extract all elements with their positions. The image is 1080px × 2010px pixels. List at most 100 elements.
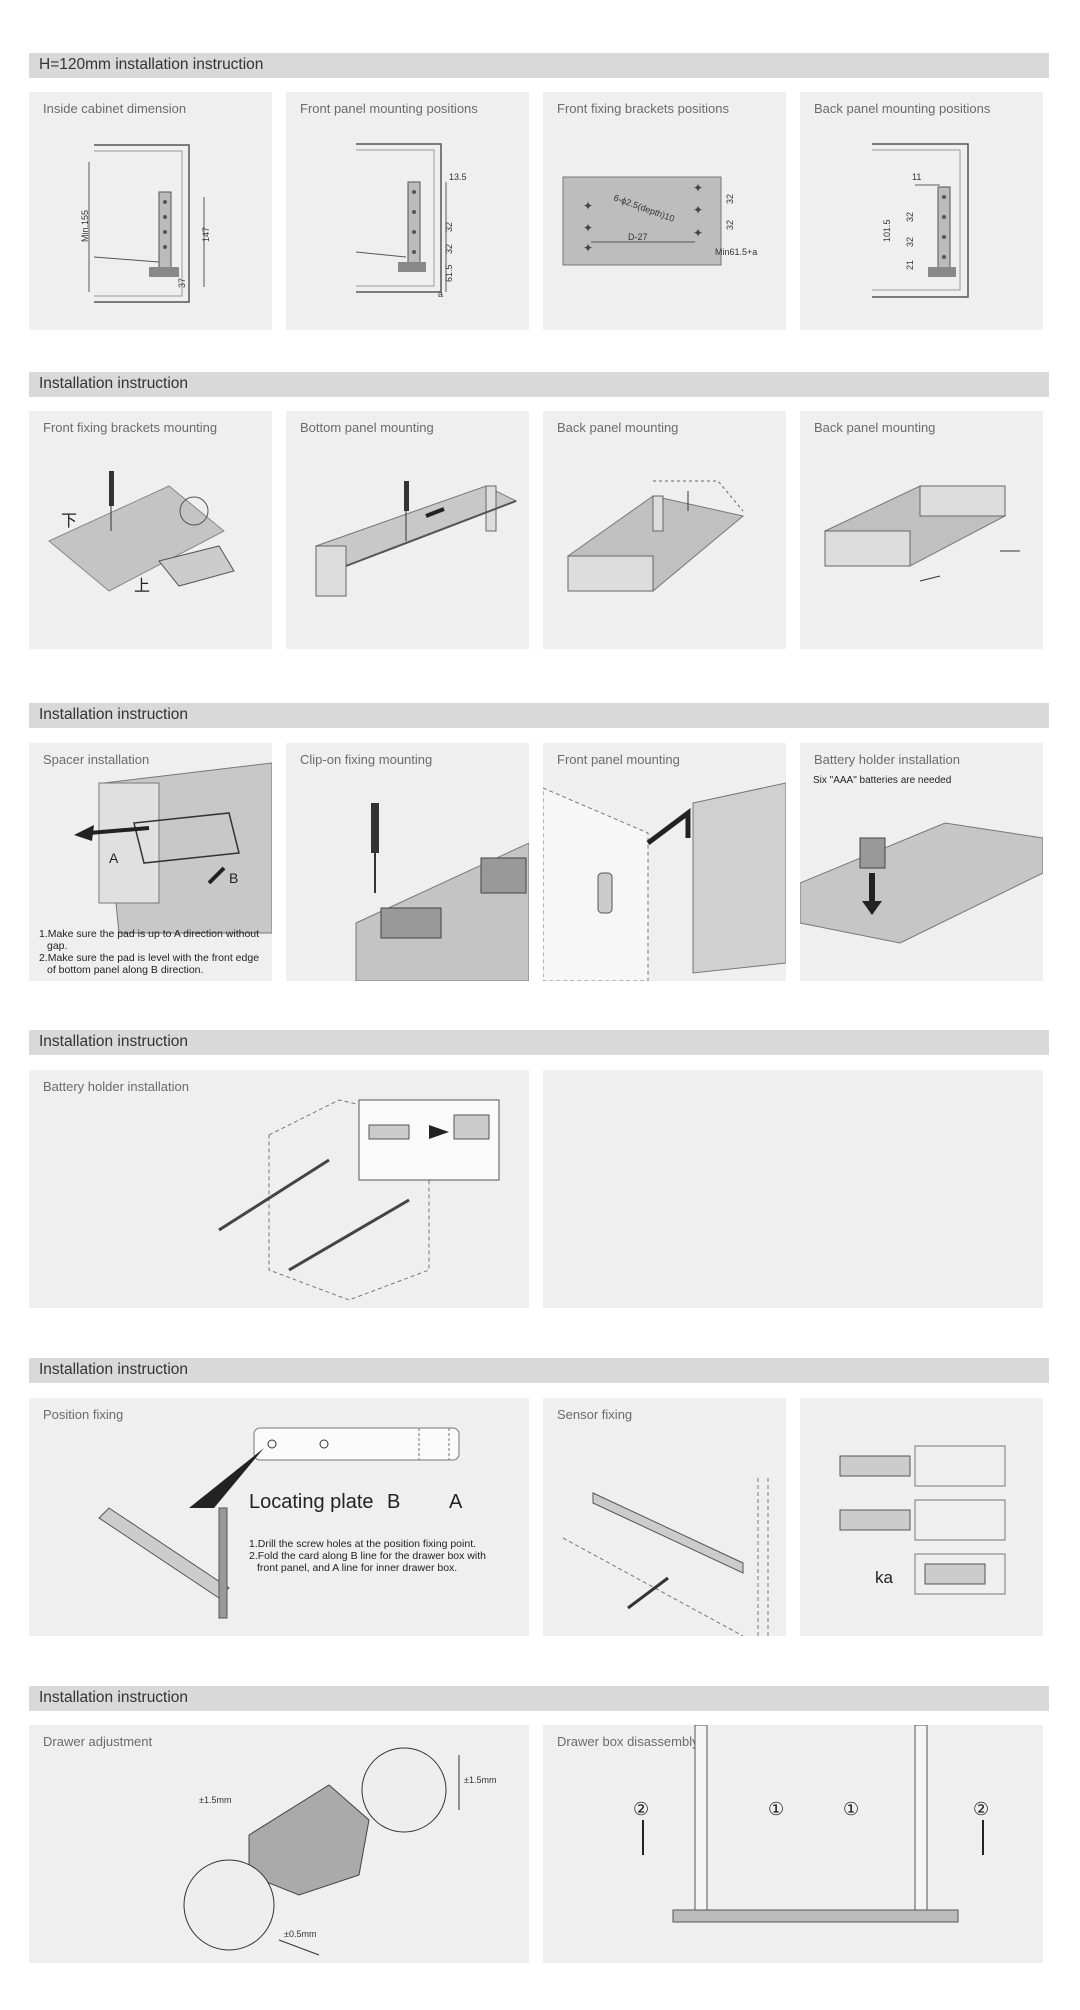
dim-d-27: D-27 [628,232,648,242]
note-line: 1.Drill the screw holes at the position … [249,1538,477,1550]
section-header: H=120mm installation instruction [29,53,1049,78]
svg-text:✦: ✦ [693,226,703,240]
label-b: B [229,870,238,886]
section-title: Installation instruction [39,1689,189,1706]
front-panel-diagram: 13.5 32 32 61.5 a [355,143,467,299]
dim-37: 37 [177,278,187,288]
panel-title: Front panel mounting [557,752,680,767]
back-panel-mounting-diagram-1 [566,480,745,592]
step-2-left: ② [633,1799,649,1819]
panel-sensor-fixing: Sensor fixing [543,1398,786,1636]
spacer-diagram: A B [74,762,272,934]
dim-32: 32 [905,212,915,222]
panel-front-fixing-brackets-positions: Front fixing brackets positions ✦✦✦ ✦✦✦ … [543,92,786,330]
panel-clip-on-fixing-mounting: Clip-on fixing mounting [286,743,529,981]
panel-back-panel-mounting-2: Back panel mounting [800,411,1043,649]
back-panel-positions-diagram: 11 101.5 32 32 21 [872,143,969,298]
svg-text:✦: ✦ [583,199,593,213]
panel-battery-holder-installation-2: Battery holder installation [29,1070,529,1308]
svg-text:✦: ✦ [693,203,703,217]
note-line: 2.Fold the card along B line for the dra… [249,1550,486,1562]
panel-battery-holder-installation: Battery holder installation Six "AAA" ba… [800,743,1043,981]
note-line: gap. [47,940,68,952]
panel-title: Front fixing brackets mounting [43,420,218,435]
panel-title: Back panel mounting positions [814,101,991,116]
front-panel-mounting-diagram [543,782,786,981]
note-line: 2.Make sure the pad is level with the fr… [39,952,260,964]
panel-position-fixing: Position fixing Locating plate B A 1.Dri… [29,1398,529,1636]
panel-drawer-box-disassembly: Drawer box disassembly ② ① ① ② [543,1725,1043,1963]
section-title: Installation instruction [39,375,189,392]
label-a: A [109,850,119,866]
panel-drawer-adjustment: Drawer adjustment ±1.5mm ±1.5mm ±0.5mm [29,1725,529,1963]
svg-text:✦: ✦ [693,181,703,195]
panel-title: Drawer adjustment [43,1734,153,1749]
section-title: Installation instruction [39,1033,189,1050]
label-a: A [449,1491,463,1513]
dim-min61-5a: Min61.5+a [715,247,757,257]
panel-empty [543,1070,1043,1308]
dim-13-5: 13.5 [449,172,467,182]
brackets-mounting-diagram: 下 上 [48,471,235,595]
panel-title: Bottom panel mounting [300,420,434,435]
dim-61-5: 61.5 [444,264,454,282]
dim-101-5: 101.5 [882,219,892,242]
dim-32: 32 [725,194,735,204]
brackets-positions-diagram: ✦✦✦ ✦✦✦ 6-ϕ2.5(depth)10 D-27 32 32 Min61… [562,176,757,266]
cabinet-dimension-diagram: Min.155 147 37 [80,144,211,303]
step-1-left: ① [768,1799,784,1819]
adjust-depth: ±0.5mm [284,1929,316,1939]
adjust-horizontal: ±1.5mm [199,1795,231,1805]
bottom-panel-diagram [314,481,518,597]
panel-title: Front fixing brackets positions [557,101,729,116]
panel-title: Battery holder installation [43,1079,189,1094]
back-panel-mounting-diagram-2 [823,485,1020,582]
section-title: Installation instruction [39,1361,189,1378]
panel-title: Inside cabinet dimension [43,101,187,116]
panel-title: Front panel mounting positions [300,101,478,116]
dim-32: 32 [725,220,735,230]
note-line: of bottom panel along B direction. [47,964,204,976]
panel-front-panel-mounting: Front panel mounting [543,743,786,981]
note-line: front panel, and A line for inner drawer… [257,1562,458,1574]
step-1-right: ① [843,1799,859,1819]
panel-title: Sensor fixing [557,1407,633,1422]
section-header: Installation instruction [29,1686,1049,1711]
dim-a: a [438,289,443,299]
char-shang: 上 [134,577,150,595]
sensor-steps-diagram: ka [839,1445,1006,1595]
svg-text:✦: ✦ [583,221,593,235]
panel-spacer-installation: Spacer installation A B 1.Make sure the … [29,743,272,981]
adjust-vertical: ±1.5mm [464,1775,496,1785]
dim-min155: Min.155 [80,210,90,242]
section-title: Installation instruction [39,706,189,723]
dim-147: 147 [201,227,211,242]
battery-note: Six "AAA" batteries are needed [813,775,952,786]
label-ka: ka [875,1568,894,1587]
panel-sensor-steps: ka [800,1398,1043,1636]
panel-title: Position fixing [43,1407,124,1422]
panel-bottom-panel-mounting: Bottom panel mounting [286,411,529,649]
panel-front-fixing-brackets-mounting: Front fixing brackets mounting 下 上 [29,411,272,649]
drawer-adjustment-diagram: ±1.5mm ±1.5mm ±0.5mm [183,1747,496,1956]
clip-on-diagram [355,803,529,981]
section-header: Installation instruction [29,1358,1049,1383]
section-header: Installation instruction [29,703,1049,728]
position-fixing-diagram: Locating plate B A [98,1427,463,1619]
dim-11: 11 [912,172,921,182]
battery-holder-slide-diagram [218,1099,500,1301]
section-header: Installation instruction [29,1030,1049,1055]
step-2-right: ② [973,1799,989,1819]
dim-32: 32 [444,222,454,232]
panel-title: Clip-on fixing mounting [300,752,433,767]
section-header: Installation instruction [29,372,1049,397]
dim-32: 32 [444,244,454,254]
position-note: 1.Drill the screw holes at the position … [249,1538,486,1574]
spacer-note: 1.Make sure the pad is up to A direction… [39,928,259,976]
section-title: H=120mm installation instruction [39,56,264,73]
locating-plate-label: Locating plate [249,1491,374,1513]
panel-inside-cabinet-dimension: Inside cabinet dimension Min.155 147 37 [29,92,272,330]
panel-title: Spacer installation [43,752,150,767]
panel-title: Back panel mounting [814,420,936,435]
panel-title: Drawer box disassembly [557,1734,699,1749]
